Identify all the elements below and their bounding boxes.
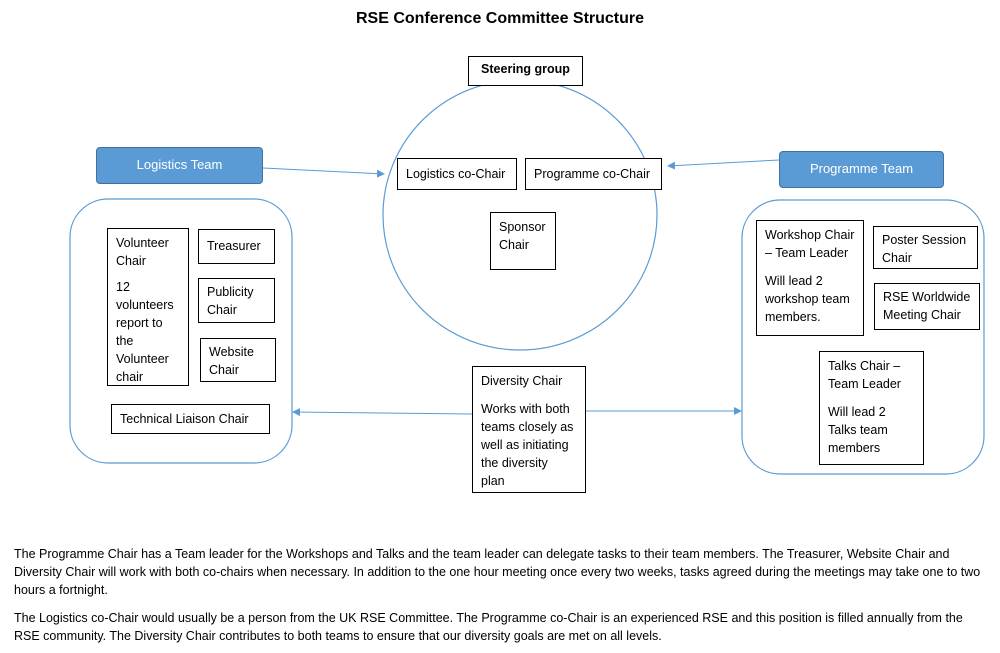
workshop-note-1: Will lead 2 — [765, 274, 823, 288]
arrow-diversity-to-logistics — [292, 408, 473, 417]
volunteer-note-2: volunteers — [116, 298, 174, 312]
footer-paragraph-1: The Programme Chair has a Team leader fo… — [14, 547, 981, 597]
steering-group-box: Steering group — [468, 56, 583, 86]
sponsor-chair-box: Sponsor Chair — [490, 212, 556, 270]
footer-paragraph-2: The Logistics co-Chair would usually be … — [14, 611, 963, 643]
poster-session-chair-line-2: Chair — [882, 251, 912, 265]
arrow-programme-to-center — [667, 159, 780, 170]
technical-liaison-chair-label: Technical Liaison Chair — [120, 412, 249, 426]
website-chair-line-2: Chair — [209, 363, 239, 377]
workshop-note-3: members. — [765, 310, 821, 324]
talks-chair-title-1: Talks Chair – — [828, 359, 901, 373]
volunteer-note-6: chair — [116, 370, 144, 384]
talks-chair-box: Talks Chair – Team Leader Will lead 2 Ta… — [819, 351, 924, 465]
logistics-team-container — [69, 198, 293, 464]
treasurer-label: Treasurer — [207, 239, 261, 253]
volunteer-note-3: report to — [116, 316, 163, 330]
rse-worldwide-line-2: Meeting Chair — [883, 308, 961, 322]
volunteer-note-1: 12 — [116, 280, 130, 294]
volunteer-note-5: Volunteer — [116, 352, 169, 366]
programme-cochair-label: Programme co-Chair — [534, 167, 651, 181]
publicity-chair-box: Publicity Chair — [198, 278, 275, 323]
programme-team-label: Programme Team — [779, 151, 944, 188]
talks-note-3: members — [828, 441, 881, 455]
publicity-chair-line-1: Publicity — [207, 285, 254, 299]
sponsor-chair-line-1: Sponsor — [499, 220, 546, 234]
programme-team-container — [741, 199, 985, 475]
talks-note-1: Will lead 2 — [828, 405, 886, 419]
volunteer-chair-title-1: Volunteer — [116, 236, 169, 250]
logistics-cochair-box: Logistics co-Chair — [397, 158, 517, 190]
rse-worldwide-meeting-chair-box: RSE Worldwide Meeting Chair — [874, 283, 980, 330]
treasurer-box: Treasurer — [198, 229, 275, 264]
diagram-title: RSE Conference Committee Structure — [355, 10, 645, 27]
logistics-cochair-label: Logistics co-Chair — [406, 167, 506, 181]
diversity-note-1: Works with both — [481, 402, 570, 416]
logistics-team-label: Logistics Team — [96, 147, 263, 184]
programme-cochair-box: Programme co-Chair — [525, 158, 662, 190]
rse-worldwide-line-1: RSE Worldwide — [883, 290, 971, 304]
poster-session-chair-line-1: Poster Session — [882, 233, 967, 247]
steering-group-label: Steering group — [481, 62, 570, 76]
diversity-note-4: the diversity — [481, 456, 548, 470]
arrow-logistics-to-center — [262, 167, 385, 178]
website-chair-box: Website Chair — [200, 338, 276, 382]
workshop-chair-title-2: – Team Leader — [765, 246, 849, 260]
volunteer-note-4: the — [116, 334, 134, 348]
diversity-chair-title: Diversity Chair — [481, 374, 563, 388]
diversity-note-5: plan — [481, 474, 505, 488]
workshop-note-2: workshop team — [765, 292, 850, 306]
talks-chair-title-2: Team Leader — [828, 377, 901, 391]
workshop-chair-title-1: Workshop Chair — [765, 228, 855, 242]
sponsor-chair-line-2: Chair — [499, 238, 529, 252]
volunteer-chair-box: Volunteer Chair 12 volunteers report to … — [107, 228, 189, 386]
workshop-chair-box: Workshop Chair – Team Leader Will lead 2… — [756, 220, 864, 336]
poster-session-chair-box: Poster Session Chair — [873, 226, 978, 269]
volunteer-chair-title-2: Chair — [116, 254, 146, 268]
technical-liaison-chair-box: Technical Liaison Chair — [111, 404, 270, 434]
diversity-chair-box: Diversity Chair Works with both teams cl… — [472, 366, 586, 493]
publicity-chair-line-2: Chair — [207, 303, 237, 317]
talks-note-2: Talks team — [828, 423, 888, 437]
diversity-note-3: well as initiating — [481, 438, 569, 452]
website-chair-line-1: Website — [209, 345, 254, 359]
diversity-note-2: teams closely as — [481, 420, 574, 434]
